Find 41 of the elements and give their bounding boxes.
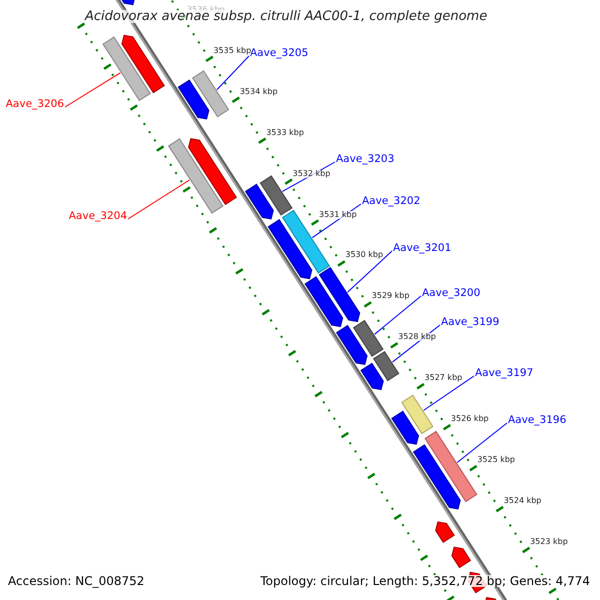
- gene-label: Aave_3205: [250, 48, 308, 58]
- gene-label: Aave_3202: [362, 196, 420, 206]
- gene-block: [424, 430, 478, 502]
- scale-tick-label: 3526 kbp: [450, 415, 489, 424]
- gene-label: Aave_3203: [336, 154, 394, 164]
- scale-tick-label: 3524 kbp: [504, 497, 542, 506]
- scale-tick-label: 3530 kbp: [345, 251, 384, 260]
- gene-block: [352, 320, 384, 357]
- gene-label: Aave_3204: [68, 211, 127, 222]
- leader-line: [128, 180, 190, 220]
- gene-label: Aave_3196: [508, 415, 566, 426]
- scale-tick-label: 3533 kbp: [266, 128, 304, 137]
- leader-line: [374, 296, 422, 335]
- accession-text: Accession: NC_008752: [8, 575, 144, 587]
- scale-tick-label: 3528 kbp: [398, 333, 436, 342]
- gene-block: [401, 394, 434, 434]
- scale-tick-label: 3523 kbp: [530, 538, 568, 546]
- scale-tick-label: 3534 kbp: [240, 88, 278, 96]
- leader-line: [456, 422, 508, 463]
- scale-tick-label: 3527 kbp: [424, 374, 462, 382]
- scale-tick-label: 3529 kbp: [372, 292, 410, 300]
- gene-label: Aave_3200: [422, 288, 480, 298]
- scale-tick-label: 3531 kbp: [319, 210, 357, 219]
- leader-line: [423, 376, 474, 411]
- scale-tick-label: 3532 kbp: [292, 170, 330, 178]
- gene-block: [102, 36, 151, 102]
- gene-label: Aave_3197: [475, 368, 534, 378]
- genome-info-text: Topology: circular; Length: 5,352,772 bp; Genes: 4,774: [260, 575, 590, 587]
- gene-label: Aave_3199: [441, 317, 500, 328]
- gene-block: [260, 175, 293, 216]
- gene-block: [318, 266, 360, 322]
- scale-tick-label: 3525 kbp: [477, 456, 516, 464]
- leader-line: [346, 250, 392, 293]
- leader-line: [216, 56, 250, 90]
- leader-line: [64, 72, 121, 108]
- gene-block: [372, 350, 400, 382]
- gene-label: Aave_3206: [6, 99, 64, 110]
- scale-tick-label: 3535 kbp: [213, 46, 252, 55]
- gene-block: [168, 138, 224, 214]
- gene-block: [192, 70, 230, 118]
- gene-label: Aave_3201: [393, 243, 452, 254]
